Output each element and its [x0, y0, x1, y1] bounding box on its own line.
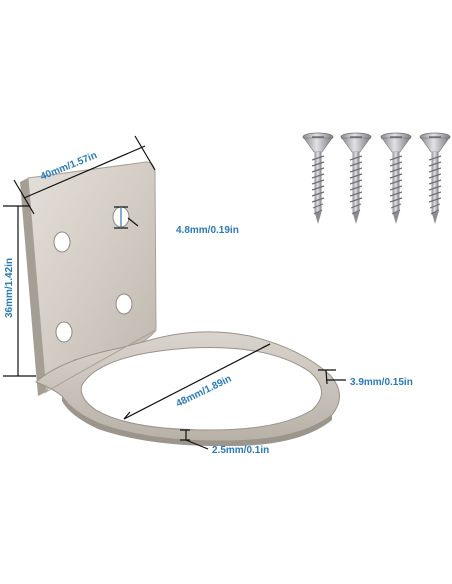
ring-width-label: 3.9mm/0.15in [350, 377, 413, 388]
screw-icon [340, 132, 372, 224]
mounting-hole [55, 321, 73, 343]
screw-icon [380, 132, 412, 224]
screw-icon [419, 132, 451, 224]
screw-icon [302, 132, 334, 224]
mounting-hole [115, 293, 133, 315]
hole-dimension-label: 4.8mm/0.19in [176, 225, 239, 236]
thickness-label: 2.5mm/0.1in [212, 445, 269, 456]
bracket-edge [20, 178, 46, 396]
height-dimension-label: 36mm/1.42in [4, 258, 15, 318]
ring-edge [62, 396, 332, 447]
bracket-ring [35, 331, 340, 442]
mounting-hole [53, 231, 71, 253]
dimension-lines [3, 135, 346, 450]
screws-group [302, 132, 451, 224]
ring-diameter-label: 48mm/1.89in [174, 373, 233, 409]
